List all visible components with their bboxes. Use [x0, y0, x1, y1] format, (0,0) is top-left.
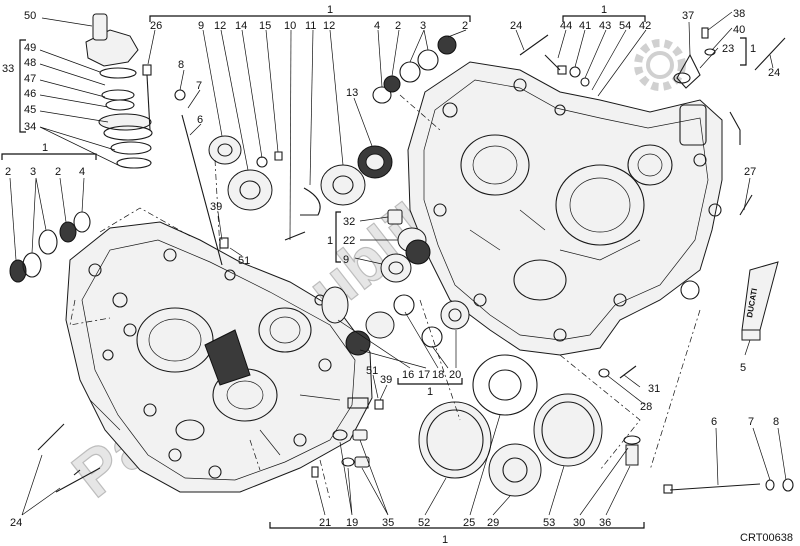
callout-43: 43 — [599, 20, 611, 32]
callout-10: 10 — [284, 20, 296, 32]
watermark-gear-icon — [634, 39, 686, 91]
callout-53: 53 — [543, 517, 555, 529]
callout-24-bottom: 24 — [10, 517, 22, 529]
callout-51-lower: 51 — [366, 365, 378, 377]
callout-38: 38 — [733, 8, 745, 20]
callout-48: 48 — [24, 57, 36, 69]
callout-12-top: 12 — [214, 20, 226, 32]
callout-46: 46 — [24, 88, 36, 100]
callout-36: 36 — [599, 517, 611, 529]
callout-27: 27 — [744, 166, 756, 178]
callout-41: 41 — [579, 20, 591, 32]
callout-42: 42 — [639, 20, 651, 32]
callout-14: 14 — [235, 20, 247, 32]
callout-5: 5 — [740, 362, 746, 374]
callout-30: 30 — [573, 517, 585, 529]
callout-25: 25 — [463, 517, 475, 529]
callout-26: 26 — [150, 20, 162, 32]
callout-22: 22 — [343, 235, 355, 247]
middle-bearings — [380, 209, 431, 283]
callout-1-left-group: 1 — [42, 142, 48, 154]
callout-28: 28 — [640, 401, 652, 413]
callout-54: 54 — [619, 20, 631, 32]
callout-35: 35 — [382, 517, 394, 529]
callout-23: 23 — [722, 43, 734, 55]
callout-9-top: 9 — [198, 20, 204, 32]
callout-7-right: 7 — [748, 416, 754, 428]
callout-19: 19 — [346, 517, 358, 529]
callout-37: 37 — [682, 10, 694, 22]
callout-1-right-group: 1 — [601, 4, 607, 16]
callout-4-top: 4 — [374, 20, 380, 32]
callout-labels: 50 49 48 47 46 45 34 33 26 8 7 6 9 12 14… — [2, 4, 780, 546]
callout-4-left: 4 — [79, 166, 85, 178]
callout-51-upper: 51 — [238, 255, 250, 267]
callout-24-top: 24 — [510, 20, 522, 32]
callout-2-top: 2 — [395, 20, 401, 32]
callout-1-small-group: 1 — [427, 386, 433, 398]
diagram-code: CRT00638 — [740, 532, 793, 544]
callout-16: 16 — [402, 369, 414, 381]
callout-40: 40 — [733, 24, 745, 36]
callout-20: 20 — [449, 369, 461, 381]
callout-52: 52 — [418, 517, 430, 529]
callout-1-top-group: 1 — [327, 4, 333, 16]
callout-2-left-second: 2 — [55, 166, 61, 178]
left-crankcase-half — [65, 221, 373, 493]
studs — [663, 478, 794, 494]
callout-3-left: 3 — [30, 166, 36, 178]
callout-2-top-right: 2 — [462, 20, 468, 32]
callout-6: 6 — [197, 114, 203, 126]
callout-12-second: 12 — [323, 20, 335, 32]
brackets — [1, 15, 747, 529]
callout-8: 8 — [178, 59, 184, 71]
sealant-tube: DUCATI — [741, 261, 779, 341]
callout-39-upper: 39 — [210, 201, 222, 213]
callout-1-middle-group: 1 — [327, 235, 333, 247]
callout-3-top: 3 — [420, 20, 426, 32]
callout-33: 33 — [2, 63, 14, 75]
callout-47: 47 — [24, 73, 36, 85]
leader-lines — [9, 11, 787, 516]
callout-7: 7 — [196, 80, 202, 92]
callout-39-lower: 39 — [380, 374, 392, 386]
callout-1-bracket: 1 — [750, 43, 756, 55]
callout-17: 17 — [418, 369, 430, 381]
right-crankcase-half — [407, 61, 741, 356]
callout-11: 11 — [305, 20, 316, 32]
callout-9-middle: 9 — [343, 254, 349, 266]
callout-15: 15 — [259, 20, 271, 32]
callout-49: 49 — [24, 42, 36, 54]
pump-assembly — [85, 13, 153, 169]
alignment-lines — [69, 94, 701, 501]
callout-32: 32 — [343, 216, 355, 228]
plugs-and-washers — [37, 237, 641, 493]
callout-8-right: 8 — [773, 416, 779, 428]
main-bearings — [418, 354, 603, 497]
callout-31: 31 — [648, 383, 660, 395]
callout-6-right: 6 — [711, 416, 717, 428]
callout-1-bottom-group: 1 — [442, 534, 448, 546]
callout-45: 45 — [24, 104, 36, 116]
upper-bearings — [142, 64, 393, 266]
callout-34: 34 — [24, 121, 36, 133]
left-seal-stack — [9, 211, 91, 283]
callout-2-left: 2 — [5, 166, 11, 178]
callout-21: 21 — [319, 517, 331, 529]
callout-44: 44 — [560, 20, 572, 32]
callout-18: 18 — [432, 369, 444, 381]
callout-50: 50 — [24, 10, 36, 22]
callout-29: 29 — [487, 517, 499, 529]
callout-13: 13 — [346, 87, 358, 99]
callout-24-right: 24 — [768, 67, 780, 79]
